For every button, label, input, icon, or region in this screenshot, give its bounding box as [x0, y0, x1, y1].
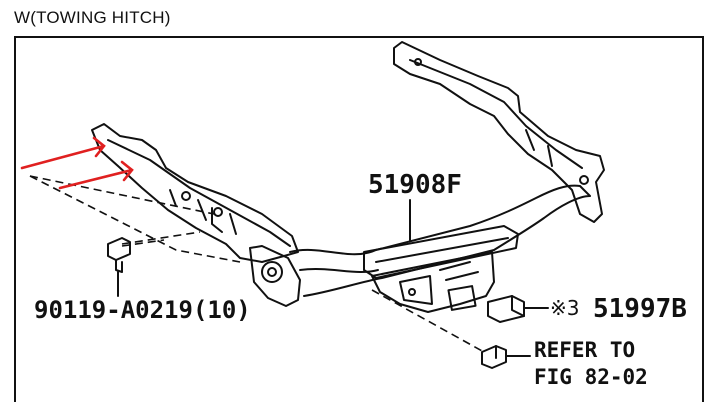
left-side-bracket	[91, 123, 299, 263]
annotation-arrows	[20, 136, 134, 190]
left-mount-bushing	[261, 261, 283, 283]
label-refer-line2: FIG 82-02	[534, 365, 648, 389]
label-refer-line1: REFER TO	[534, 338, 636, 362]
label-part-bolt: 90119-A0219(10)	[34, 296, 251, 324]
label-part-main: 51908F	[368, 170, 462, 200]
dashed-line-2	[29, 175, 241, 263]
cross-tube	[289, 184, 591, 297]
dashed-line-4	[371, 289, 485, 353]
diagram-frame	[14, 36, 704, 402]
red-arrow-upper	[20, 136, 106, 170]
bolt-bottom-icon	[481, 345, 507, 369]
dashed-line-1	[29, 175, 215, 215]
label-part-connector: 51997B	[593, 294, 687, 324]
connector-icon	[487, 295, 525, 323]
dashed-line-5	[121, 239, 165, 247]
label-note-mark: ※3	[550, 296, 580, 320]
red-arrow-lower	[58, 160, 134, 190]
receiver-body	[371, 251, 495, 313]
receiver-plate	[363, 225, 519, 279]
dashed-line-3	[121, 231, 201, 245]
right-side-bracket	[393, 41, 605, 223]
bolt-left-icon	[107, 237, 131, 273]
diagram-title: W(TOWING HITCH)	[14, 8, 171, 27]
